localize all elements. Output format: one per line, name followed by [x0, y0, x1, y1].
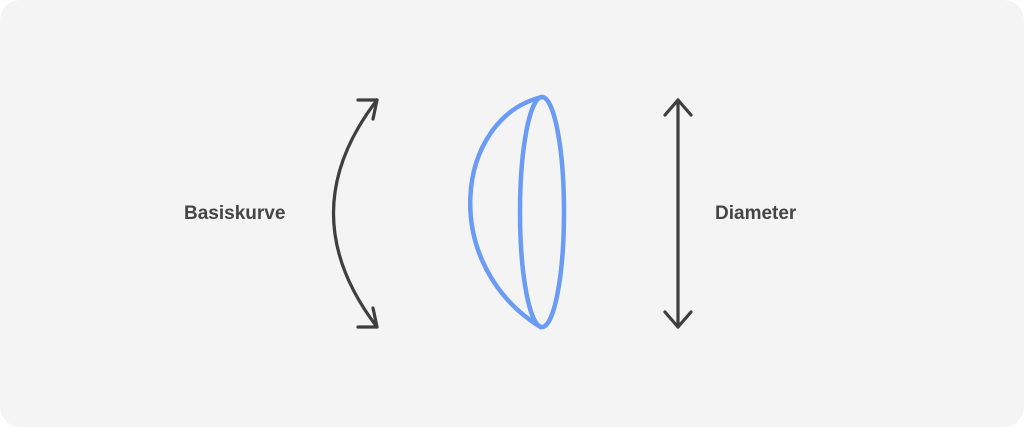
contact-lens-icon: [467, 94, 567, 330]
curved-arrow-head-top: [356, 98, 379, 121]
vertical-arrow-head-top: [663, 98, 693, 117]
curved-double-arrow-icon: [332, 98, 379, 329]
curved-arrow-shaft: [332, 98, 379, 329]
basiskurve-label: Basiskurve: [184, 203, 286, 224]
vertical-double-arrow-icon: [663, 98, 693, 329]
lens-outer-curve: [467, 94, 544, 330]
vertical-arrow-head-bottom: [663, 310, 693, 329]
lens-rim: [517, 94, 567, 330]
diameter-label: Diameter: [715, 203, 797, 224]
curved-arrow-head-bottom: [356, 306, 379, 329]
